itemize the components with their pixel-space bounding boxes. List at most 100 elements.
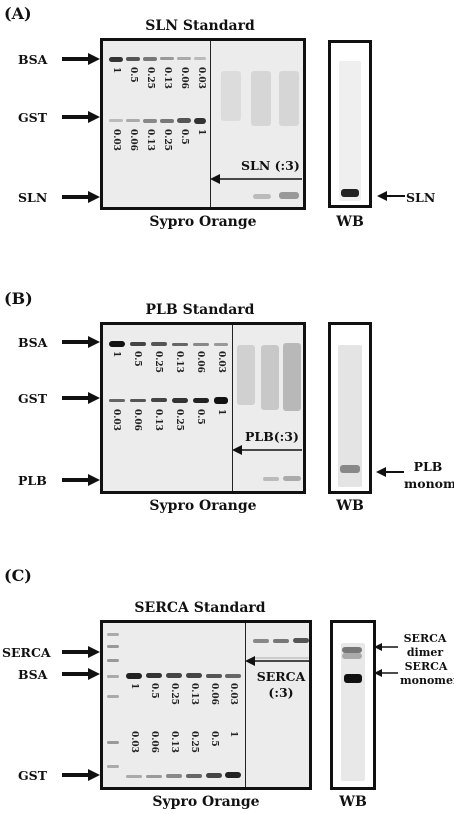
lane-number: 0.13 [153, 409, 163, 431]
band [126, 775, 142, 778]
band [146, 775, 162, 778]
arrow-right-icon [62, 53, 100, 65]
lane-number: 1 [216, 409, 226, 416]
band [166, 673, 182, 678]
band [214, 397, 228, 404]
lane-number: 0.25 [189, 731, 199, 753]
lane-number: 0.25 [153, 351, 163, 373]
band [172, 398, 188, 403]
arrow-left-icon [210, 174, 302, 184]
lane-number: 0.5 [195, 409, 205, 425]
lane-number: 1 [228, 731, 238, 738]
lane-number: 0.5 [128, 67, 138, 83]
band [146, 673, 162, 678]
band [221, 71, 241, 121]
lane-number: 0.06 [195, 351, 205, 373]
sample-label: PLB(:3) [245, 429, 299, 444]
band [177, 57, 191, 60]
gel-title: SERCA Standard [134, 600, 266, 616]
lane-number: 0.25 [174, 409, 184, 431]
band [194, 118, 206, 124]
lane-number: 0.06 [179, 67, 189, 89]
western-blot [328, 322, 372, 494]
lane-number: 0.03 [111, 129, 121, 151]
band [107, 633, 119, 636]
marker-label-serca: SERCA [2, 645, 51, 660]
band [109, 341, 125, 347]
sypro-gel: 1 0.5 0.25 0.13 0.06 0.03 0.03 0.06 0.13… [100, 322, 306, 494]
marker-label-bsa: BSA [18, 52, 48, 67]
lane-number: 0.06 [128, 129, 138, 151]
marker-label-bsa: BSA [18, 335, 48, 350]
band [151, 398, 167, 402]
lane-number: 0.03 [216, 351, 226, 373]
lane-divider [245, 623, 246, 787]
panel-letter: (A) [4, 4, 32, 23]
wb-band-label: PLB monomer [404, 459, 454, 491]
lane-number: 0.06 [149, 731, 159, 753]
arrow-left-icon [376, 467, 404, 477]
lane-number: 1 [129, 683, 139, 690]
band [206, 674, 222, 678]
band [225, 772, 241, 778]
lane-number: 0.03 [111, 409, 121, 431]
sypro-gel: 1 0.5 0.25 0.13 0.06 0.03 0.03 0.06 0.13… [100, 38, 306, 210]
blot-lane [339, 61, 361, 201]
wb-label: WB [336, 498, 364, 514]
lane-number: 0.5 [149, 683, 159, 699]
wb-band-label: SLN [406, 190, 436, 205]
band [126, 673, 142, 679]
band [279, 192, 299, 199]
band [193, 343, 209, 346]
band [194, 57, 206, 60]
lane-number: 0.13 [145, 129, 155, 151]
band [107, 645, 119, 648]
arrow-left-icon [232, 445, 302, 455]
arrow-right-icon [62, 336, 100, 348]
lane-number: 0.03 [196, 67, 206, 89]
lane-number: 0.03 [228, 683, 238, 705]
gel-title: SLN Standard [145, 18, 255, 34]
stain-label: Sypro Orange [152, 794, 260, 810]
band [160, 119, 174, 123]
lane-number: 0.25 [145, 67, 155, 89]
lane-number: 0.03 [129, 731, 139, 753]
band [166, 774, 182, 778]
band [177, 118, 191, 123]
stain-label: Sypro Orange [149, 498, 257, 514]
band [251, 71, 271, 126]
band [261, 345, 279, 410]
arrow-left-icon [374, 643, 398, 651]
band [130, 399, 146, 402]
band [151, 342, 167, 346]
marker-label-plb: PLB [18, 473, 47, 488]
wb-label: WB [336, 214, 364, 230]
arrow-right-icon [62, 646, 100, 658]
band [283, 476, 301, 481]
band [342, 647, 362, 653]
band [342, 653, 362, 659]
western-blot [328, 40, 372, 208]
band [109, 399, 125, 402]
band [126, 119, 140, 122]
arrow-right-icon [62, 474, 100, 486]
wb-band-label: SERCA dimer [403, 632, 447, 659]
gel-title: PLB Standard [145, 302, 255, 318]
band [126, 57, 140, 61]
band [143, 57, 157, 61]
band [107, 741, 119, 744]
lane-number: 1 [196, 129, 206, 136]
band [283, 343, 301, 411]
lane-number: 0.06 [209, 683, 219, 705]
band [253, 639, 269, 643]
stain-label: Sypro Orange [149, 214, 257, 230]
lane-number: 0.13 [174, 351, 184, 373]
arrow-right-icon [62, 111, 100, 123]
band [214, 343, 228, 346]
band [109, 119, 123, 122]
band [273, 639, 289, 643]
band [143, 119, 157, 123]
marker-label-gst: GST [18, 391, 48, 406]
band [279, 71, 299, 126]
marker-label-gst: GST [18, 110, 48, 125]
